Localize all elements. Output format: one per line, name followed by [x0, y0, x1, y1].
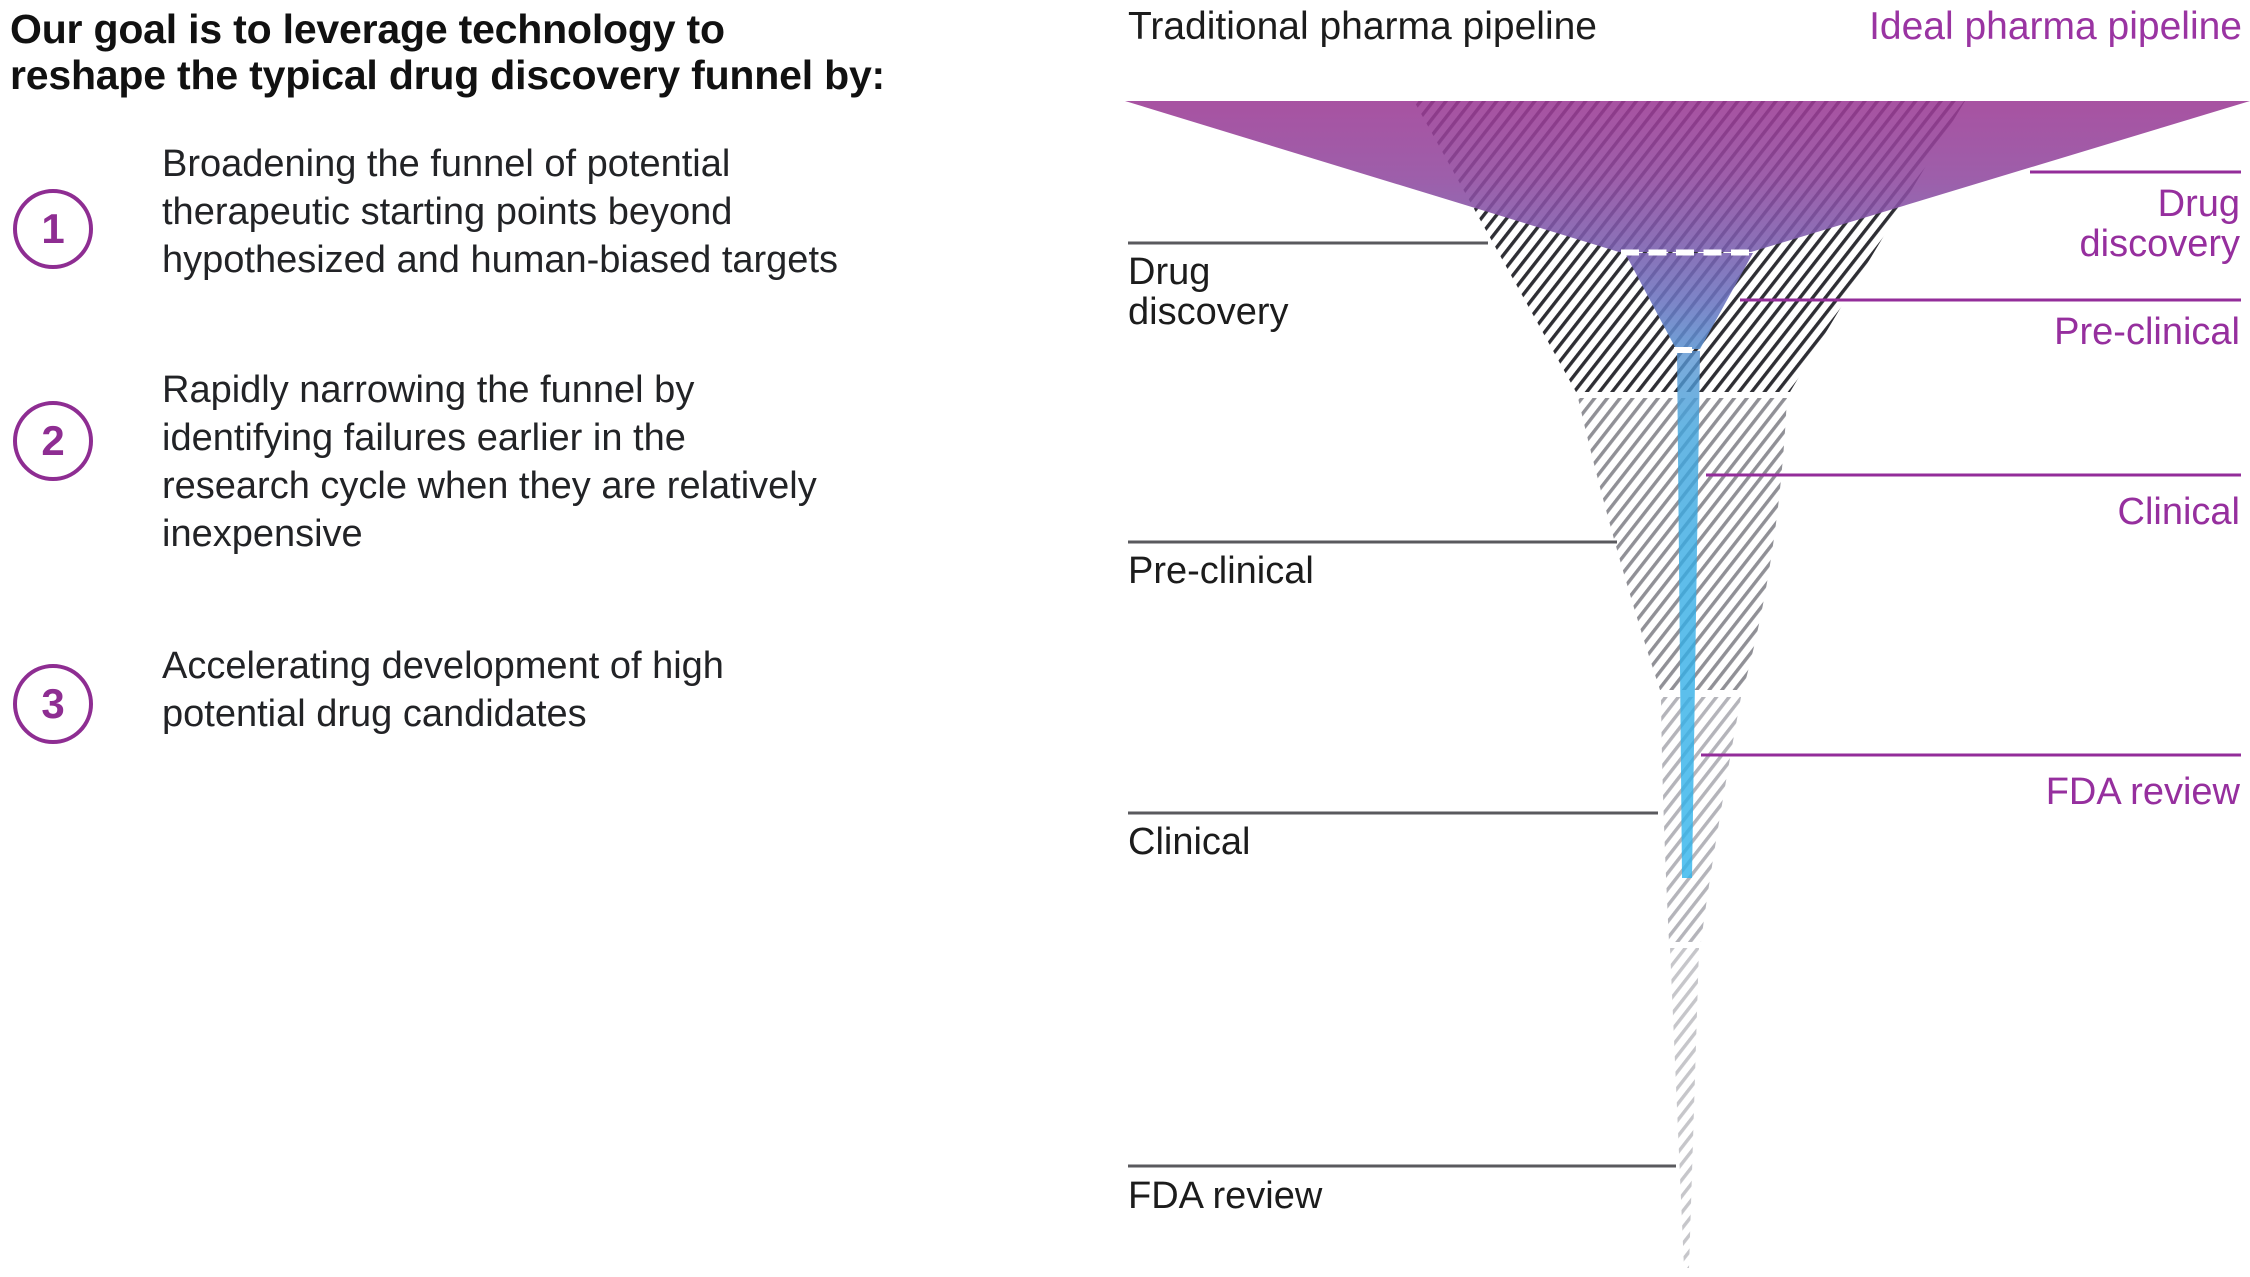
goal-number-badge-2: 2 — [13, 401, 93, 481]
goal-number-badge-3: 3 — [13, 664, 93, 744]
goal-item-2-line-1: Rapidly narrowing the funnel by — [162, 369, 695, 411]
ideal-label-drug-discovery: Drug discovery — [1700, 183, 2241, 265]
traditional-leader-lines — [1128, 241, 1676, 1168]
traditional-label-drug-discovery: Drug discovery — [1128, 252, 1289, 332]
goal-number-1: 1 — [41, 205, 65, 252]
page-title: Our goal is to leverage technology to re… — [10, 6, 990, 98]
goal-item-3-line-1: Accelerating development of high — [162, 645, 724, 687]
goal-item-2: Rapidly narrowing the funnel by identify… — [162, 366, 962, 558]
goal-item-2-line-2: identifying failures earlier in the — [162, 417, 686, 459]
ideal-leader-lines — [1701, 170, 2241, 757]
ideal-pipeline-header: Ideal pharma pipeline — [1869, 5, 2242, 48]
ideal-label-pre-clinical: Pre-clinical — [2054, 311, 2240, 353]
traditional-label-pre-clinical: Pre-clinical — [1128, 550, 1314, 592]
traditional-label-fda-review: FDA review — [1128, 1175, 1323, 1217]
ideal-stage-pre-clinical — [1625, 253, 1753, 349]
traditional-label-clinical: Clinical — [1128, 821, 1251, 863]
ideal-label-fda-review: FDA review — [2045, 771, 2240, 813]
ideal-label-drug-discovery-line-2: discovery — [2079, 223, 2241, 265]
page-title-line-1: Our goal is to leverage technology to — [10, 6, 725, 52]
goal-item-3-line-2: potential drug candidates — [162, 693, 587, 735]
traditional-label-drug-discovery-line-1: Drug — [1128, 251, 1211, 293]
traditional-stage-clinical — [1661, 697, 1741, 942]
goal-item-2-line-4: inexpensive — [162, 513, 363, 555]
goal-item-2-line-3: research cycle when they are relatively — [162, 465, 817, 507]
traditional-pipeline-header: Traditional pharma pipeline — [1128, 5, 1597, 48]
ideal-stem-clinical-fda — [1677, 351, 1700, 878]
goal-item-3: Accelerating development of high potenti… — [162, 642, 962, 738]
goal-item-1-line-3: hypothesized and human-biased targets — [162, 239, 839, 281]
traditional-stage-fda-review — [1670, 948, 1699, 1268]
ideal-stage-dividers — [1621, 249, 1752, 353]
ideal-label-drug-discovery-line-1: Drug — [2157, 183, 2240, 225]
ideal-stage-drug-discovery — [1125, 101, 2250, 252]
goal-number-badge-1: 1 — [13, 189, 93, 269]
goal-item-1-line-1: Broadening the funnel of potential — [162, 143, 731, 185]
goal-item-1: Broadening the funnel of potential thera… — [162, 140, 962, 284]
goal-item-1-line-2: therapeutic starting points beyond — [162, 191, 733, 233]
goal-number-3: 3 — [41, 680, 65, 727]
goal-number-2: 2 — [41, 417, 65, 464]
ideal-funnel-gradient — [1125, 101, 2250, 878]
traditional-label-drug-discovery-line-2: discovery — [1128, 291, 1289, 333]
ideal-label-clinical: Clinical — [2117, 491, 2240, 533]
page-title-line-2: reshape the typical drug discovery funne… — [10, 52, 886, 98]
